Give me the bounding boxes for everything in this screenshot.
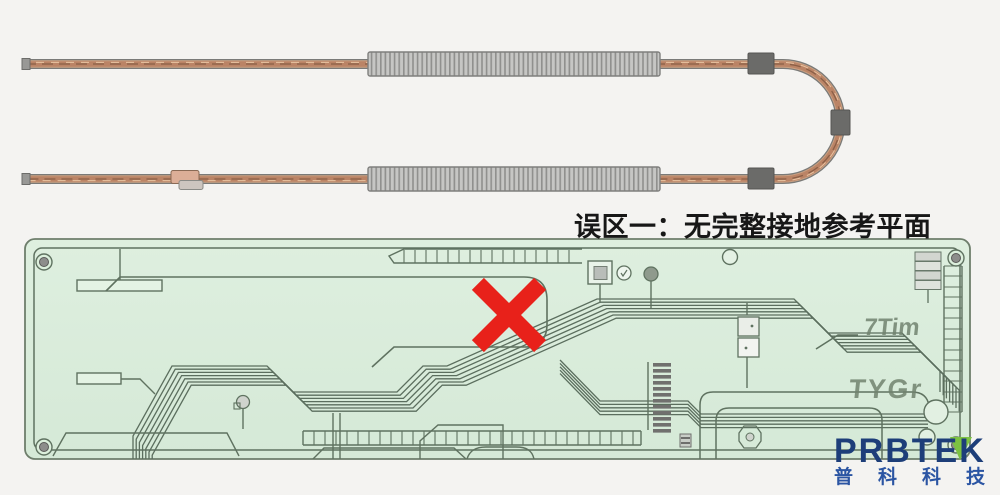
mounting-hole-bottom-left — [35, 438, 53, 456]
cable-copper-core — [25, 60, 845, 183]
error-cross-icon — [471, 277, 547, 353]
bar-column-component — [653, 363, 671, 433]
pcb-inner-perimeter-trace — [33, 247, 961, 451]
misc-stub-traces — [119, 249, 748, 459]
cable-jacket — [25, 59, 846, 184]
silkscreen-leader-line — [815, 334, 858, 350]
edge-connector-top — [387, 248, 582, 264]
pcb-slot-top-left — [76, 279, 163, 292]
cable-marker-bottom — [747, 167, 775, 190]
small-cap-component — [679, 433, 692, 448]
round-pad-with-stem — [643, 266, 659, 282]
cable-crimp-connector — [170, 170, 204, 190]
ferrite-sleeve-top — [367, 51, 661, 77]
cable-end-cap-bottom — [21, 173, 31, 185]
octagon-pad-component — [738, 425, 762, 449]
pcb-slot-stub-trace — [121, 378, 156, 395]
trace-bundle-main — [132, 298, 960, 459]
trace-enclosure-bottom-right-inner — [715, 407, 883, 459]
logo-brand-text: PRBTEK — [834, 432, 986, 470]
right-circle-pads — [918, 399, 949, 446]
mounting-hole-top-right — [947, 249, 965, 267]
stacked-pad-component — [914, 251, 942, 303]
inline-circle-pad-top — [721, 248, 739, 266]
pcb-board-group — [24, 238, 971, 460]
brand-logo: PRBTEK 普科科技 — [834, 432, 1000, 492]
logo-subtext: 普科科技 — [834, 467, 1000, 488]
cable-strand-light — [25, 61, 843, 182]
pcb-slot-mid-left — [76, 372, 122, 385]
cable-marker-top — [747, 52, 775, 75]
cable-strand-dark — [25, 63, 842, 180]
cable-assembly — [21, 51, 851, 192]
trace-enclosure-bottom-right-outer — [699, 391, 930, 459]
silkscreen-label-2: TYGr — [847, 374, 925, 404]
ferrite-sleeve-bottom — [367, 166, 661, 192]
bottom-edge-pentagon-outline — [419, 424, 504, 459]
trace-bundle-lower-right — [559, 359, 929, 429]
cable-end-cap-top — [21, 58, 31, 70]
circle-badge-component — [616, 265, 632, 281]
misconception-heading: 误区一：无完整接地参考平面 — [574, 212, 932, 242]
circle-pad-bottom-left — [233, 394, 251, 410]
pcb-board — [24, 238, 971, 460]
square-component-top — [587, 260, 613, 285]
cable-marker-apex — [830, 109, 851, 136]
bottom-edge-outline-mid — [312, 446, 535, 459]
cable-copper-shade — [25, 61, 844, 182]
silkscreen-label-1: 7Tim — [862, 314, 922, 341]
mounting-hole-top-left — [35, 253, 53, 271]
bottom-edge-outline-left — [52, 432, 240, 457]
stacked-square-components-mid — [737, 316, 760, 358]
logo-green-accent — [950, 437, 972, 460]
